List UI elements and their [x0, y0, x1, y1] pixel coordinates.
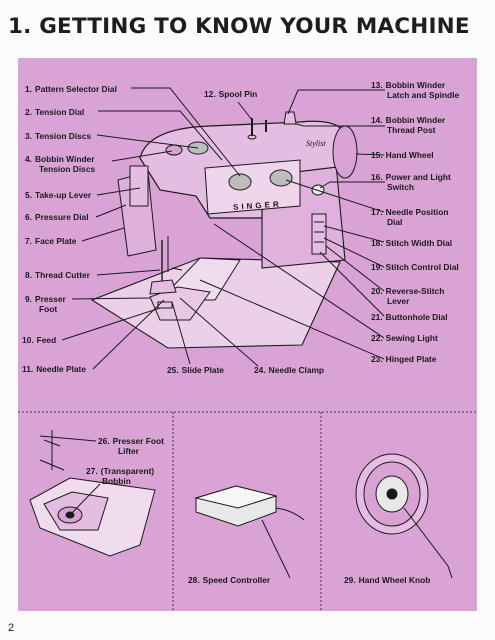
label-feed: 10.Feed [22, 335, 57, 345]
model-script: Stylist [306, 139, 326, 148]
label-slide-plate: 25.Slide Plate [167, 365, 225, 375]
label-stitch-control-dial: 19.Stitch Control Dial [371, 262, 459, 272]
inset-hand-wheel-knob [355, 453, 453, 579]
label-transparent-bobbin: 27.(Transparent)Bobbin [86, 466, 155, 486]
hand-wheel-drawing [332, 125, 358, 179]
label-thread-cutter: 8.Thread Cutter [25, 270, 90, 280]
machine-bed [90, 257, 341, 349]
brand-logo: SINGER [233, 199, 282, 211]
label-tension-dial: 2.Tension Dial [25, 107, 85, 117]
label-pattern-selector-dial: 1.Pattern Selector Dial [25, 84, 117, 94]
label-needle-clamp: 24.Needle Clamp [254, 365, 325, 375]
label-tension-discs: 3.Tension Discs [25, 131, 92, 141]
label-hand-wheel-knob: 29.Hand Wheel Knob [344, 575, 431, 585]
label-take-up-lever: 5.Take-up Lever [25, 190, 92, 200]
feed-dogs [157, 301, 173, 309]
label-speed-controller: 28.Speed Controller [188, 575, 271, 585]
label-face-plate: 7.Face Plate [25, 236, 77, 246]
label-sewing-light: 22.Sewing Light [371, 333, 438, 343]
inset-bobbin-area [29, 430, 156, 557]
label-spool-pin: 12.Spool Pin [204, 89, 258, 99]
label-pressure-dial: 6.Pressure Dial [25, 212, 89, 222]
label-stitch-width-dial: 18.Stitch Width Dial [371, 238, 453, 248]
pattern-selector-drawing [228, 173, 252, 191]
label-hinged-plate: 23.Hinged Plate [371, 354, 437, 364]
label-needle-plate: 11.Needle Plate [22, 364, 86, 374]
inset-speed-controller [194, 485, 305, 579]
page-number: 2 [8, 622, 15, 634]
needle-position-drawing [269, 169, 293, 187]
page-title: 1. GETTING TO KNOW YOUR MACHINE [8, 14, 470, 39]
label-buttonhole-dial: 21.Buttonhole Dial [371, 312, 448, 322]
label-hand-wheel: 15.Hand Wheel [371, 150, 434, 160]
